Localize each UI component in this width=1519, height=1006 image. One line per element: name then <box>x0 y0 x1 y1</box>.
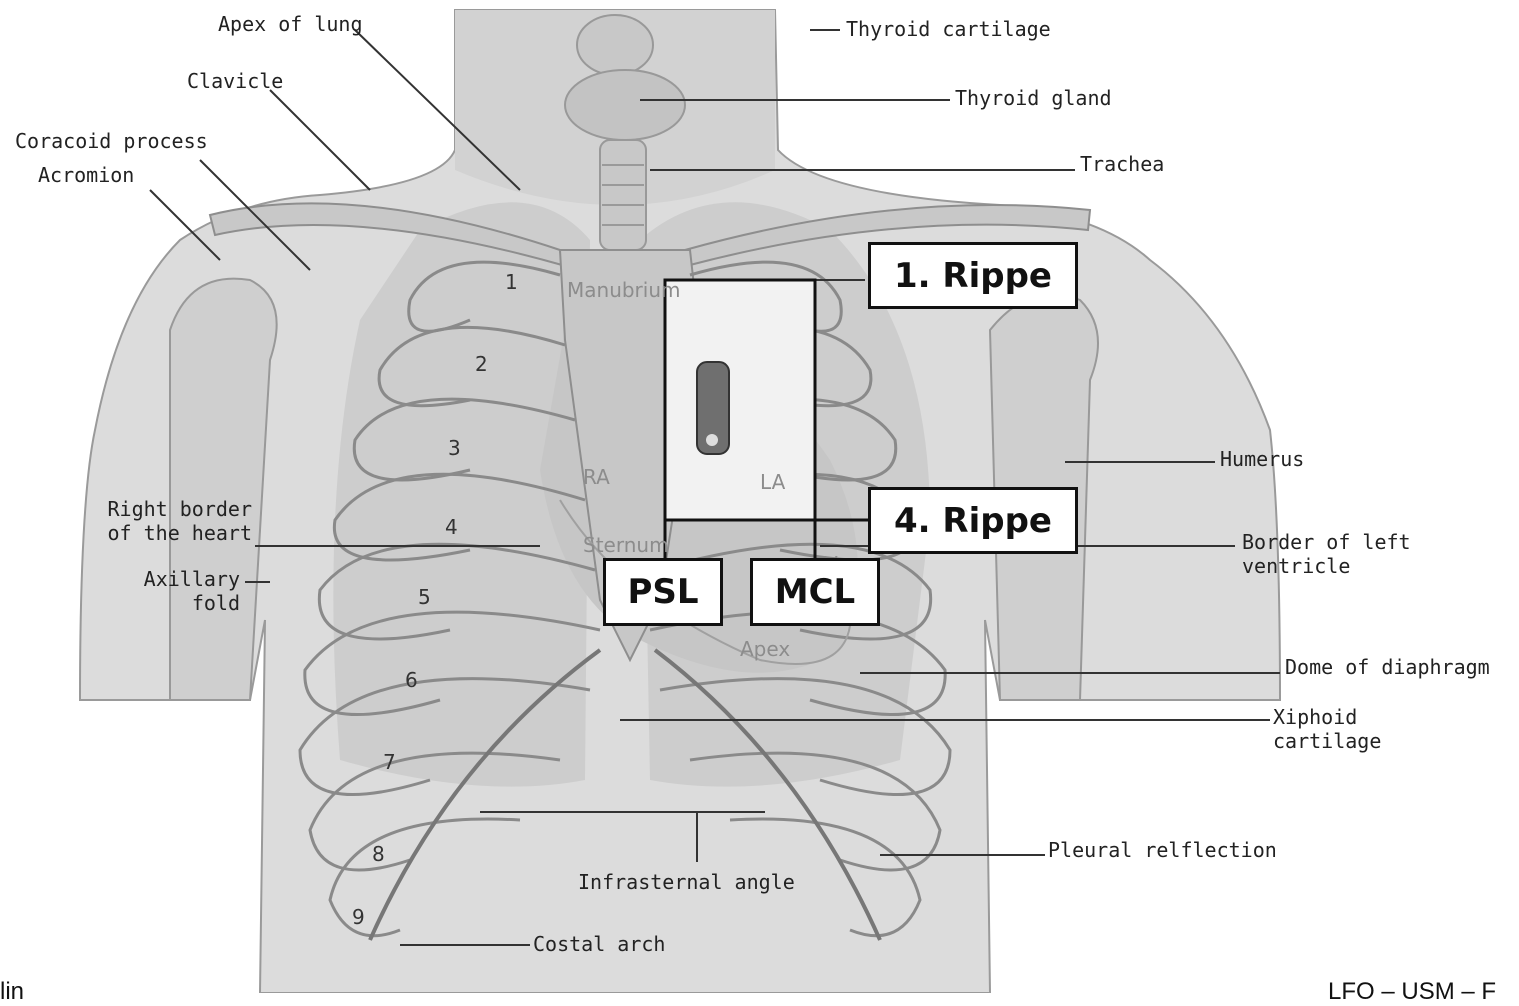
label-thyroid-gland: Thyroid gland <box>955 86 1112 110</box>
rib-number: 5 <box>418 585 431 609</box>
label-border-of-left-ventricle: Border of left ventricle <box>1242 530 1411 578</box>
rib-number: 2 <box>475 352 488 376</box>
label-costal-arch: Costal arch <box>533 932 665 956</box>
label-thyroid-cartilage: Thyroid cartilage <box>846 17 1051 41</box>
label-dome-of-diaphragm: Dome of diaphragm <box>1285 655 1490 679</box>
ultrasound-probe-icon <box>697 362 729 454</box>
rib-number: 8 <box>372 842 385 866</box>
label-xiphoid-cartilage: Xiphoid cartilage <box>1273 705 1381 753</box>
box-4-rippe: 4. Rippe <box>868 487 1078 554</box>
thyroid-gland <box>565 70 685 140</box>
label-trachea: Trachea <box>1080 152 1164 176</box>
text-la: LA <box>760 470 785 494</box>
rib-number: 3 <box>448 436 461 460</box>
text-apex: Apex <box>740 637 790 661</box>
rib-number: 1 <box>505 270 518 294</box>
label-coracoid-process: Coracoid process <box>15 129 208 153</box>
box-mcl: MCL <box>750 558 880 626</box>
label-humerus: Humerus <box>1220 447 1304 471</box>
label-pleural-reflection: Pleural relflection <box>1048 838 1277 862</box>
rib-number: 9 <box>352 905 365 929</box>
footer-right: LFO – USM – F <box>1328 978 1496 1006</box>
probe-window <box>665 280 815 520</box>
box-psl: PSL <box>603 558 723 626</box>
footer-left: lin <box>0 978 24 1006</box>
rib-number: 6 <box>405 668 418 692</box>
thyroid-cartilage <box>577 15 653 75</box>
box-1-rippe: 1. Rippe <box>868 242 1078 309</box>
rib-number: 4 <box>445 515 458 539</box>
label-axillary-fold: Axillary fold <box>120 567 240 615</box>
label-clavicle: Clavicle <box>187 69 283 93</box>
trachea <box>600 140 646 250</box>
text-sternum: Sternum <box>583 533 669 557</box>
label-right-border-heart: Right border of the heart <box>100 497 252 545</box>
text-ra: RA <box>583 465 610 489</box>
rib-number: 7 <box>383 750 396 774</box>
label-acromion: Acromion <box>38 163 134 187</box>
label-infrasternal-angle: Infrasternal angle <box>578 870 795 894</box>
label-apex-of-lung: Apex of lung <box>218 12 363 36</box>
text-manubrium: Manubrium <box>567 278 681 302</box>
